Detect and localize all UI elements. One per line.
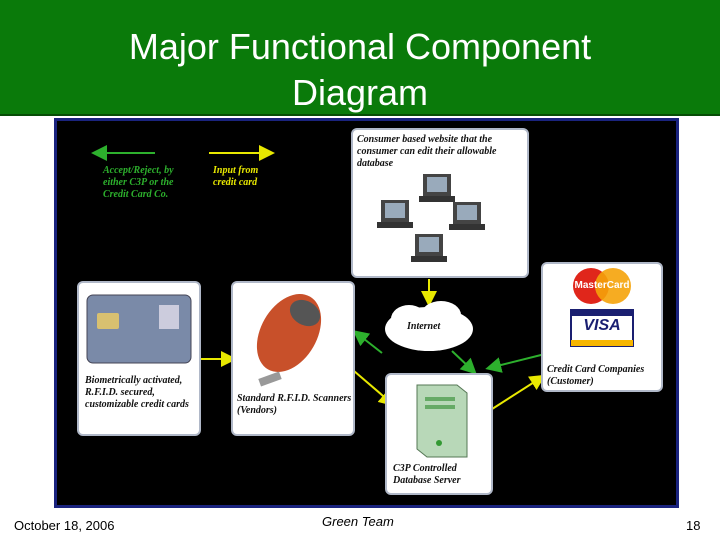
website-label: Consumer based website that the consumer…: [357, 134, 497, 169]
credit-card-companies-box: MasterCard VISA Credit Card Companies (C…: [541, 262, 663, 392]
footer-date: October 18, 2006: [14, 518, 115, 533]
visa-logo: [570, 309, 634, 347]
cards-label: Biometrically activated, R.F.I.D. secure…: [85, 375, 189, 410]
legend-green-label: Accept/Reject, by either C3P or the Cred…: [103, 165, 174, 200]
arrow-server-to-scanner: [352, 330, 383, 354]
scanner-label: Standard R.F.I.D. Scanners (Vendors): [237, 393, 352, 416]
component-diagram: Accept/Reject, by either C3P or the Cred…: [54, 118, 679, 508]
computer-icon: [377, 200, 413, 228]
internet-label: Internet: [407, 321, 441, 332]
server-label: C3P Controlled Database Server: [393, 463, 461, 486]
footer-team: Green Team: [322, 514, 394, 529]
computer-icons: [377, 174, 485, 262]
visa-logo-text: VISA: [583, 317, 621, 334]
credit-cards-box: Biometrically activated, R.F.I.D. secure…: [77, 281, 201, 436]
server-box: C3P Controlled Database Server: [385, 373, 493, 495]
rfid-scanner-icon: [256, 294, 322, 387]
computer-icon: [449, 202, 485, 230]
legend-yellow-label: Input from credit card: [213, 165, 259, 188]
computer-icon: [419, 174, 455, 202]
arrow-scanner-to-server: [353, 370, 396, 407]
title-bar: Major Functional Component Diagram: [0, 0, 720, 116]
arrow-internet-to-server: [451, 350, 477, 375]
mastercard-logo: [573, 268, 631, 304]
computer-icon: [411, 234, 447, 262]
server-icon: [416, 384, 468, 458]
slide-title-line2: Diagram: [291, 72, 429, 113]
mastercard-logo-text: MasterCard: [574, 280, 630, 291]
website-box: Consumer based website that the consumer…: [351, 128, 529, 278]
internet-cloud-icon: [385, 301, 473, 351]
scanner-box: Standard R.F.I.D. Scanners (Vendors): [231, 281, 355, 436]
slide-title-line1: Major Functional Component: [128, 26, 592, 67]
credit-card-icon: [86, 294, 192, 364]
page-number: 18: [686, 518, 701, 533]
cc-label: Credit Card Companies (Customer): [547, 364, 645, 387]
arrow-server-to-cc: [488, 374, 546, 412]
card-logos: [570, 268, 634, 347]
